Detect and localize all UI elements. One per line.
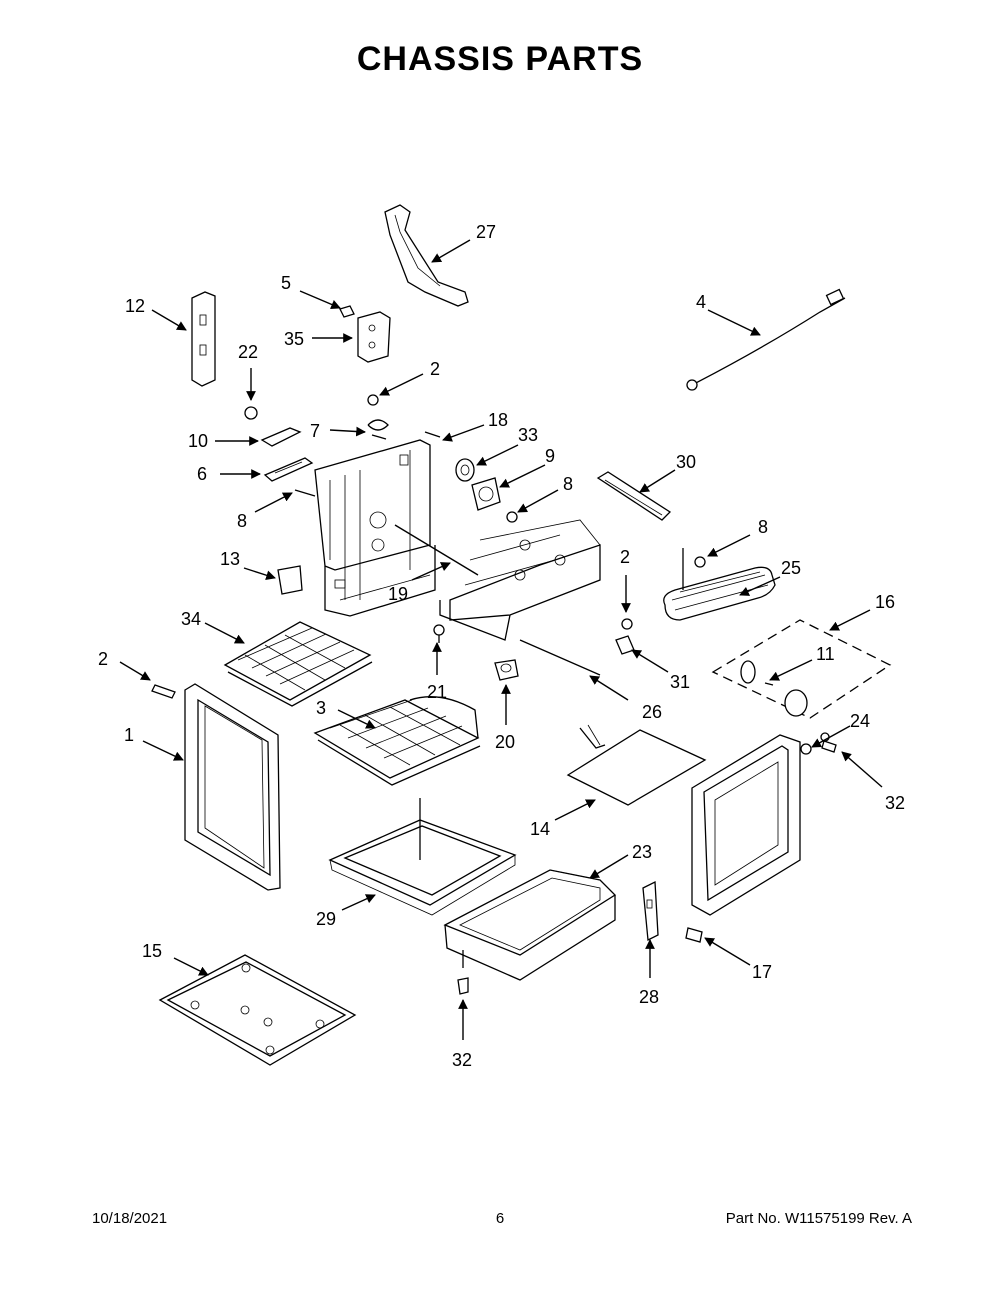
callout-35: 35 <box>284 329 304 349</box>
part-2-screw-left <box>151 684 176 699</box>
callout-15: 15 <box>142 941 162 961</box>
callout-labels: 27 5 35 12 22 2 7 10 6 8 18 33 9 8 4 30 … <box>98 222 905 1070</box>
callout-16: 16 <box>875 592 895 612</box>
callout-6: 6 <box>197 464 207 484</box>
callout-3: 3 <box>316 698 326 718</box>
part-23-storage-drawer <box>443 869 617 981</box>
callout-2-top: 2 <box>430 359 440 379</box>
callout-24: 24 <box>850 711 870 731</box>
part-13-switch <box>277 565 303 595</box>
callout-12: 12 <box>125 296 145 316</box>
callout-21: 21 <box>427 682 447 702</box>
callout-28: 28 <box>639 987 659 1007</box>
callout-26: 26 <box>642 702 662 722</box>
callout-2-right: 2 <box>620 547 630 567</box>
callout-8-right: 8 <box>758 517 768 537</box>
part-3-oven-rack <box>313 696 481 786</box>
callout-33: 33 <box>518 425 538 445</box>
callout-13: 13 <box>220 549 240 569</box>
callout-27: 27 <box>476 222 496 242</box>
part-rear-panel <box>691 734 801 916</box>
callout-18: 18 <box>488 410 508 430</box>
part-12-side-bracket <box>191 291 216 387</box>
part-34-oven-rack <box>223 621 373 707</box>
part-2-screw-right <box>621 618 633 630</box>
part-4-wire-harness <box>686 288 846 391</box>
part-32-screw-right <box>820 732 837 753</box>
callout-32-bottom: 32 <box>452 1050 472 1070</box>
part-8-screw-left <box>294 489 316 497</box>
part-28-door-hinge <box>642 880 659 942</box>
part-chassis-frame <box>314 439 436 617</box>
callout-4: 4 <box>696 292 706 312</box>
part-35-terminal-block <box>357 311 391 363</box>
part-27-bracket <box>384 204 469 307</box>
callout-30: 30 <box>676 452 696 472</box>
part-8-screw-center <box>506 511 518 523</box>
part-9-convection-motor <box>471 477 501 511</box>
part-8-screw-right <box>694 556 706 568</box>
part-18-pin <box>424 431 441 438</box>
callout-14: 14 <box>530 819 550 839</box>
leader-lines <box>119 239 883 1040</box>
footer-date: 10/18/2021 <box>92 1210 168 1227</box>
part-25-bake-element <box>663 548 776 621</box>
callout-2-left: 2 <box>98 649 108 669</box>
part-14-heat-shield <box>566 724 707 806</box>
part-6-hinge <box>263 457 314 482</box>
part-7-clip <box>367 419 389 440</box>
callout-7: 7 <box>310 421 320 441</box>
callout-9: 9 <box>545 446 555 466</box>
callout-20: 20 <box>495 732 515 752</box>
part-22-nut <box>244 406 258 420</box>
callout-22: 22 <box>238 342 258 362</box>
callout-1: 1 <box>124 725 134 745</box>
callout-10: 10 <box>188 431 208 451</box>
callout-8-center: 8 <box>563 474 573 494</box>
callout-17: 17 <box>752 962 772 982</box>
part-1-oven-door <box>184 683 281 891</box>
part-10-hinge-receiver <box>260 427 302 447</box>
part-33-fan-blade <box>455 458 475 482</box>
part-20-valve <box>494 659 519 681</box>
callout-34: 34 <box>181 609 201 629</box>
part-31-bracket <box>615 635 635 655</box>
footer-page-number: 6 <box>495 1210 505 1227</box>
part-32-screw-bottom <box>457 950 469 995</box>
part-16-kit-group <box>711 619 892 719</box>
callout-29: 29 <box>316 909 336 929</box>
part-15-bottom-panel <box>158 954 357 1066</box>
part-19-rear-frame <box>439 519 601 641</box>
part-5-screw <box>339 305 355 318</box>
part-24-screw <box>800 743 812 755</box>
part-2-screw-top <box>367 394 379 406</box>
part-11-knob-parts <box>740 660 808 717</box>
part-21-screw <box>433 624 445 643</box>
callout-25: 25 <box>781 558 801 578</box>
callout-8-left: 8 <box>237 511 247 531</box>
callout-5: 5 <box>281 273 291 293</box>
callout-23: 23 <box>632 842 652 862</box>
callout-11: 11 <box>816 644 835 664</box>
callout-31: 31 <box>670 672 690 692</box>
callout-32-right: 32 <box>885 793 905 813</box>
part-26-tube <box>519 639 601 676</box>
footer-part-number: Part No. W11575199 Rev. A <box>725 1210 912 1227</box>
part-17-screw <box>685 927 703 943</box>
part-29-drip-tray <box>328 798 517 916</box>
callout-19: 19 <box>388 584 408 604</box>
page-title: CHASSIS PARTS <box>356 40 644 78</box>
part-30-bracket <box>596 471 672 521</box>
